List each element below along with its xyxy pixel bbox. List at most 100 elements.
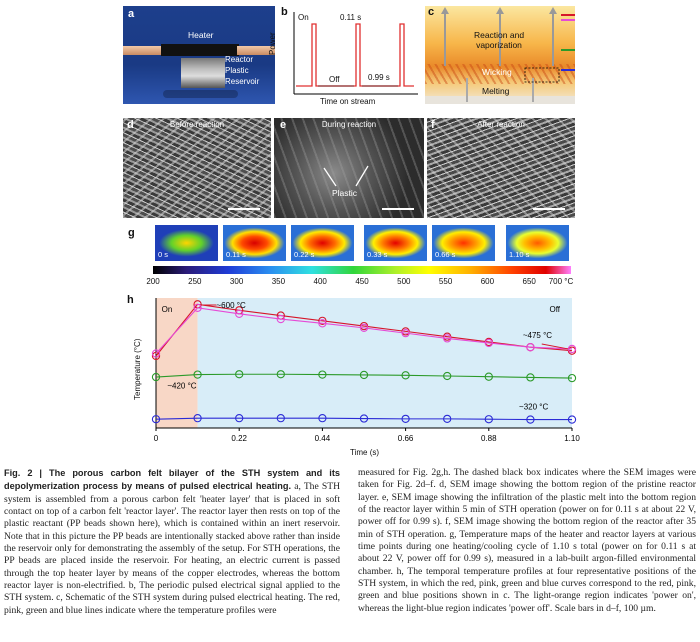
reactor-block — [181, 58, 225, 88]
data-point — [193, 370, 202, 379]
scale-bar-f — [533, 208, 565, 210]
colorbar-tick: 600 — [480, 277, 495, 286]
data-point — [151, 351, 161, 361]
data-point — [359, 323, 369, 333]
series-line-0 — [155, 303, 573, 357]
colorbar-tick: 350 — [271, 277, 286, 286]
data-point — [235, 414, 244, 423]
e-title: During reaction — [321, 120, 377, 129]
electrode-left — [123, 46, 163, 55]
frame-time-3: 0.33 s — [367, 250, 388, 259]
thermal-frame-4: 0.66 s — [432, 225, 495, 261]
data-point — [567, 415, 577, 424]
panel-c-label: c — [428, 6, 435, 18]
caption-right-text: measured for Fig. 2g,h. The dashed black… — [358, 467, 696, 614]
frame-time-4: 0.66 s — [435, 250, 456, 259]
data-point — [359, 370, 369, 380]
data-point — [318, 414, 327, 423]
label-plastic: Plastic — [225, 66, 249, 75]
x-tick-label: 0.66 — [398, 434, 414, 443]
colorbar-tick: 500 — [397, 277, 411, 286]
colorbar-tick: 200 — [146, 277, 160, 286]
sem-after: After reaction — [427, 118, 575, 218]
data-point — [193, 303, 202, 312]
schematic-sth — [425, 6, 575, 104]
panel-f-label: f — [431, 119, 435, 131]
label-reservoir: Reservoir — [225, 77, 260, 86]
data-point — [235, 370, 244, 379]
panel-h-label: h — [127, 294, 134, 306]
off-region — [197, 298, 572, 428]
caption-right: measured for Fig. 2g,h. The dashed black… — [358, 467, 696, 615]
panel-d-label: d — [127, 119, 134, 131]
pulse-plot — [293, 12, 418, 95]
data-point — [526, 343, 535, 352]
arrow-475 — [541, 343, 569, 350]
data-point — [484, 338, 493, 348]
d-title: Before reaction — [169, 120, 225, 129]
pulse-trace — [296, 23, 414, 87]
series-line-2 — [155, 373, 573, 379]
data-point — [443, 371, 452, 381]
data-point — [443, 414, 452, 424]
caption-left: Fig. 2 | The porous carbon felt bilayer … — [4, 467, 340, 617]
reflection — [163, 90, 238, 98]
data-point — [276, 414, 285, 423]
colorbar-tick: 300 — [229, 277, 244, 286]
colorbar-tick: 550 — [438, 277, 453, 286]
thermal-frame-3: 0.33 s — [364, 225, 427, 261]
data-point — [235, 309, 244, 318]
series-line-3 — [155, 417, 572, 421]
data-point — [526, 415, 535, 424]
b-off: Off — [329, 75, 340, 84]
annotation-600: ~600 °C — [217, 301, 246, 310]
x-tick-label: 0 — [154, 434, 159, 443]
annotation-475: ~475 °C — [523, 331, 552, 340]
b-on: On — [298, 13, 309, 22]
data-point — [276, 314, 285, 324]
data-point — [151, 372, 161, 382]
data-point — [151, 349, 161, 358]
heater-layer — [161, 44, 239, 56]
b-xlabel: Time on stream — [320, 97, 376, 106]
data-point — [443, 334, 452, 343]
panel-e-label: e — [280, 119, 287, 131]
x-tick-label: 1.10 — [564, 434, 580, 443]
label-heater: Heater — [188, 30, 214, 40]
data-point — [401, 371, 410, 380]
data-point — [318, 319, 327, 328]
frame-time-2: 0.22 s — [294, 250, 315, 259]
data-point — [484, 415, 493, 424]
scale-bar-d — [228, 208, 260, 210]
colorbar-tick: 700 °C — [548, 277, 574, 286]
thermal-frame-1: 0.11 s — [223, 225, 286, 261]
scale-bar-e — [382, 208, 414, 210]
wick-zone — [425, 64, 575, 84]
c-reaction: Reaction and vaporization — [473, 30, 525, 50]
b-ylabel: Power — [268, 32, 277, 55]
panel-a-label: a — [128, 8, 135, 20]
colorbar — [153, 266, 571, 274]
data-point — [318, 316, 327, 325]
x-tick-label: 0.44 — [315, 434, 331, 443]
x-tick-label: 0.88 — [481, 434, 497, 443]
data-point — [484, 372, 493, 381]
thermal-frame-5: 1.10 s — [506, 225, 569, 261]
annotation-320: ~320 °C — [519, 403, 548, 412]
colorbar-tick: 400 — [313, 277, 327, 286]
data-point — [401, 328, 410, 338]
electrode-right — [237, 46, 275, 55]
sem-before: Before reaction — [123, 118, 271, 218]
frame-time-1: 0.11 s — [226, 250, 246, 259]
e-annotation: Plastic — [332, 188, 358, 198]
data-point — [359, 414, 369, 423]
c-melting: Melting — [482, 86, 510, 96]
frame-time-0: 0 s — [158, 250, 169, 259]
annotation-420: ~420 °C — [167, 382, 196, 391]
sem-during: During reaction Plastic — [274, 118, 424, 218]
on-region — [156, 298, 198, 428]
caption-title: Fig. 2 | The porous carbon felt bilayer … — [4, 468, 340, 492]
colorbar-tick: 450 — [355, 277, 369, 286]
x-tick-label: 0.22 — [231, 434, 247, 443]
photo-setup — [123, 6, 275, 104]
